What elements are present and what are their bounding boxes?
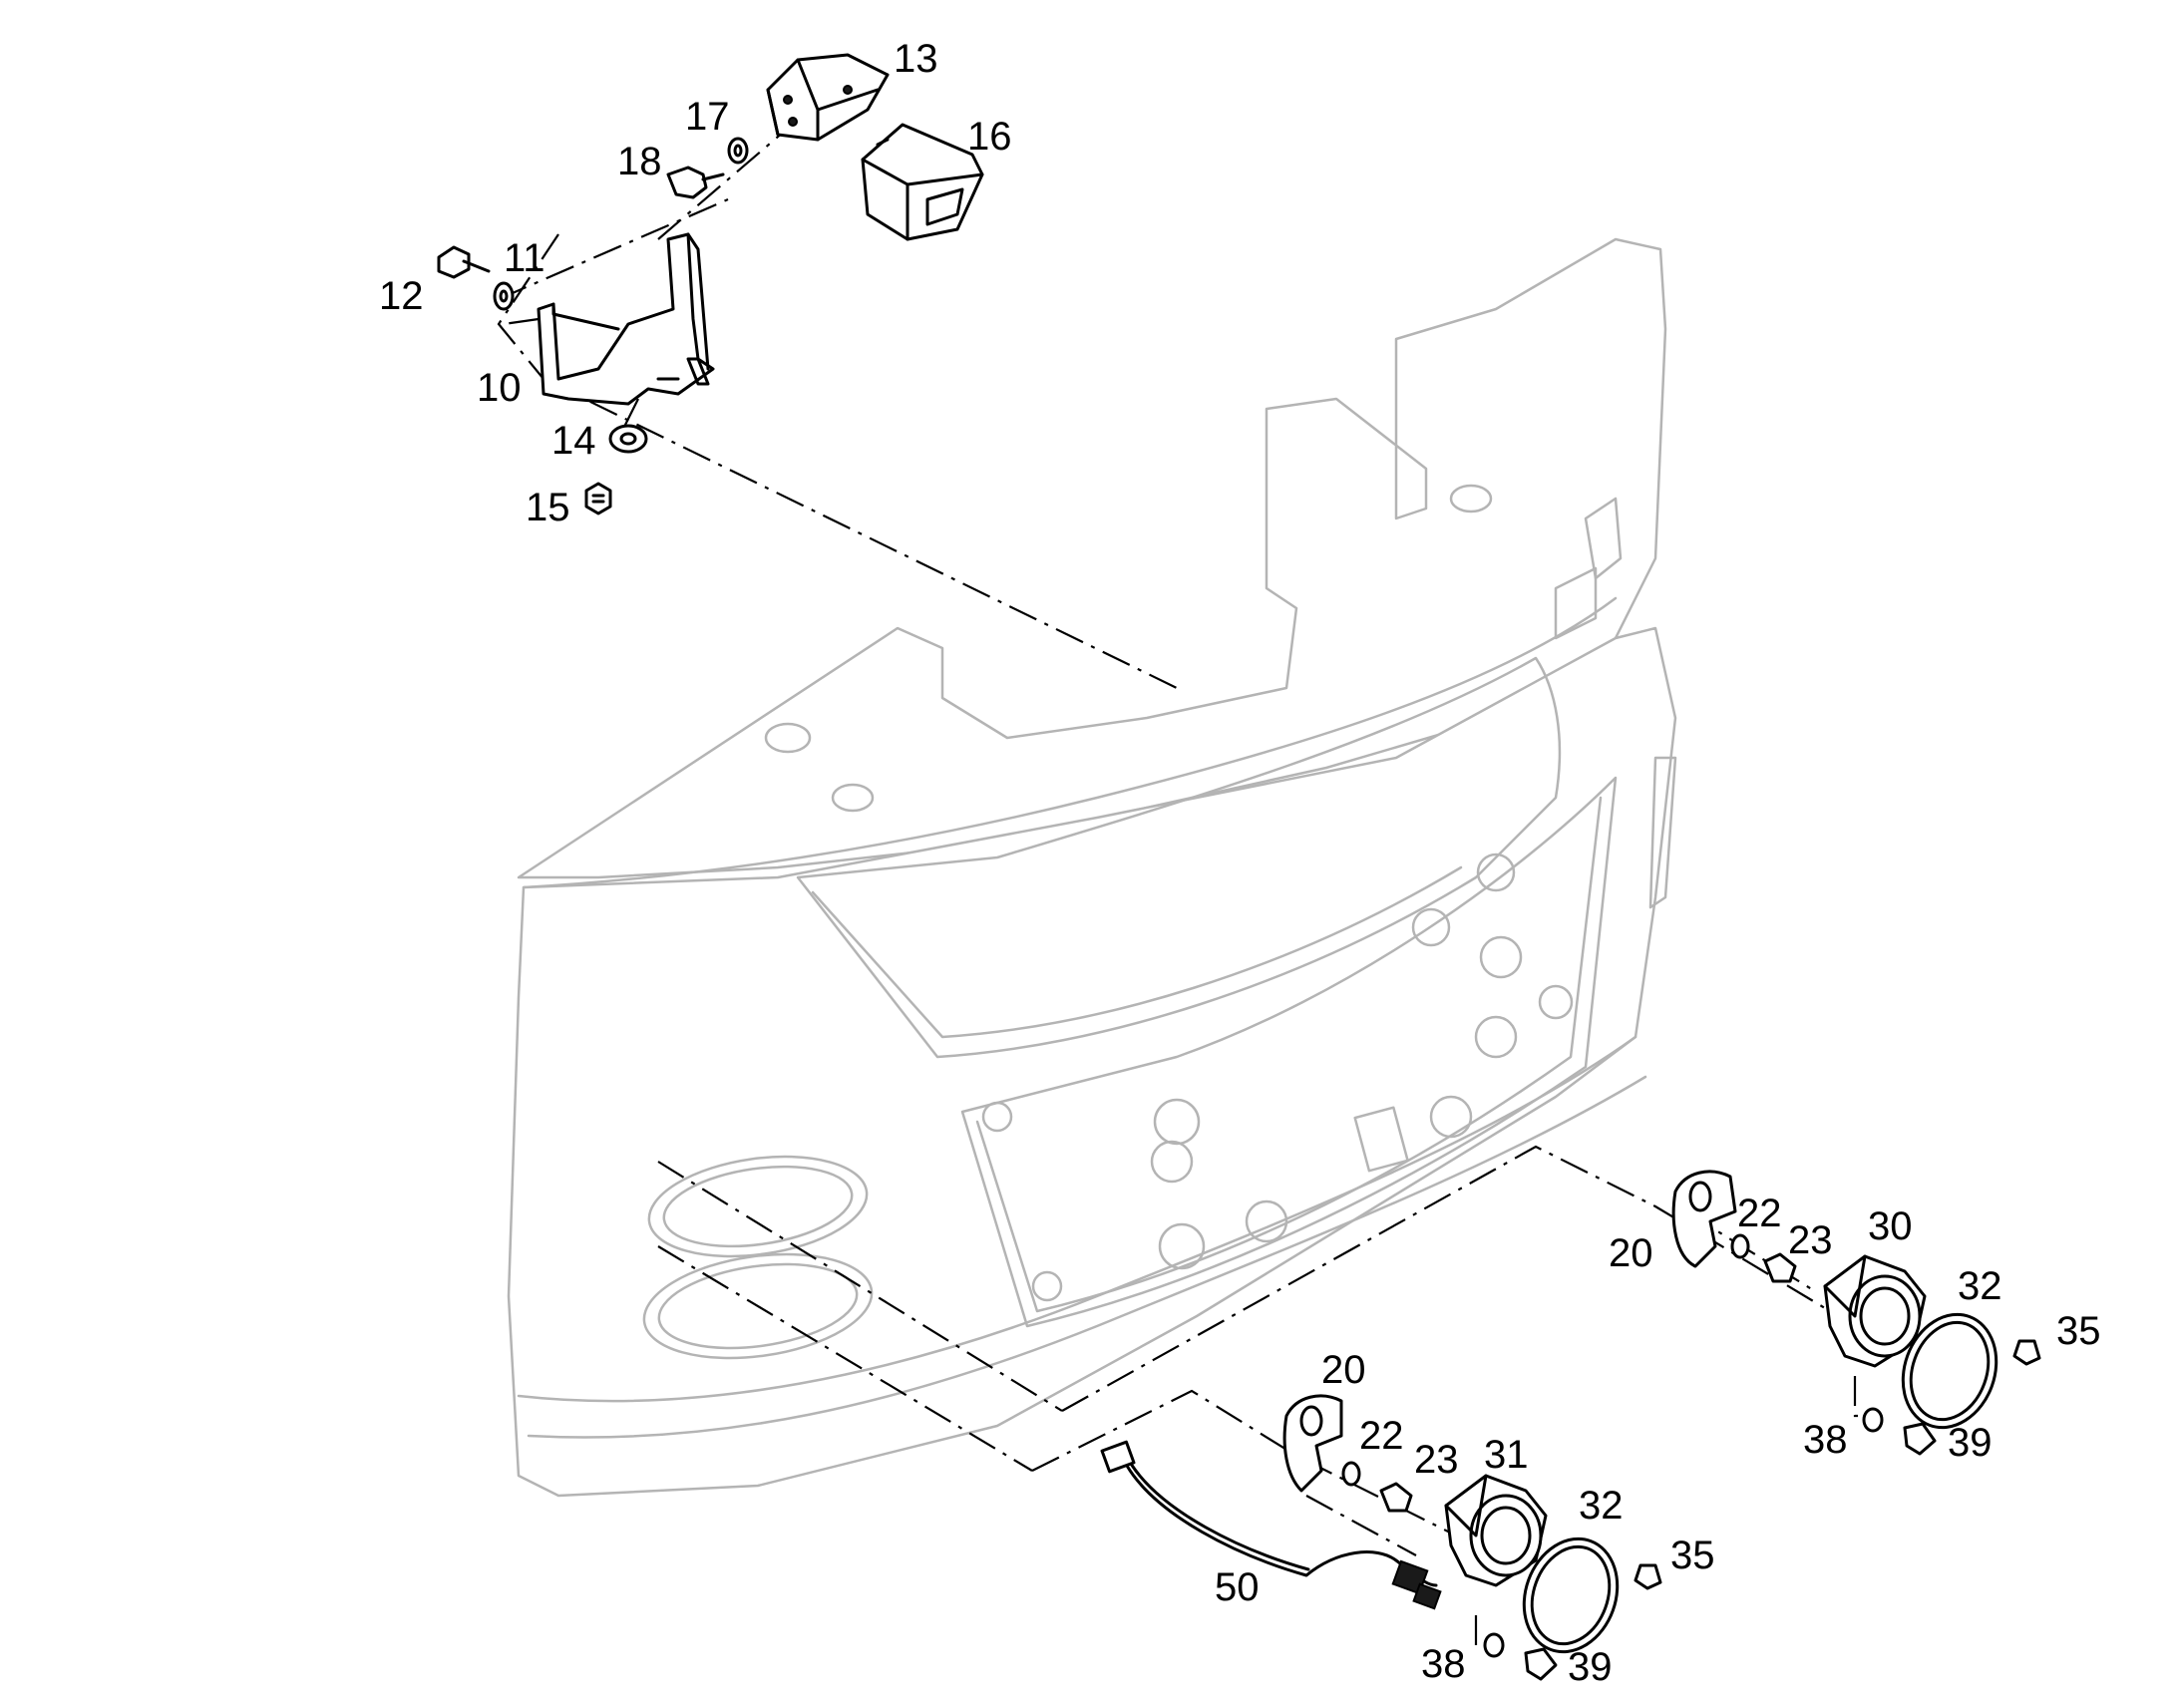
callout-14: 14 [551,419,596,463]
callout-17: 17 [685,95,730,139]
seal-ring-32-right [1901,1312,1998,1430]
mounting-bracket [537,232,715,406]
callout-23-left: 23 [1414,1438,1459,1482]
washer-22-right [1730,1233,1750,1259]
lamp-bracket-20-right [1671,1170,1737,1268]
callout-18: 18 [617,140,662,183]
work-lamp-31 [1444,1474,1548,1587]
callout-16: 16 [967,115,1012,159]
sensor-housing-13 [766,53,890,142]
callout-32-right: 32 [1958,1264,2002,1308]
screw-15 [584,482,612,515]
screw-39-right [1903,1422,1937,1456]
callout-15: 15 [526,486,570,529]
lamp-bracket-20-left [1282,1394,1343,1493]
washer-11 [493,281,515,311]
callout-11: 11 [504,236,545,280]
screw-23-left [1379,1482,1413,1513]
seal-ring-32-left [1522,1537,1620,1654]
work-lamp-30 [1823,1254,1927,1368]
callout-39-left: 39 [1568,1645,1613,1689]
callout-50: 50 [1215,1565,1260,1609]
callout-22-left: 22 [1359,1414,1404,1458]
callout-38-left: 38 [1421,1642,1466,1686]
washer-38-right [1862,1407,1884,1433]
screw-35-left [1634,1563,1662,1590]
washer-17 [727,137,749,165]
screw-23-right [1763,1252,1797,1283]
screw-18 [666,166,725,199]
washer-38-left [1483,1632,1505,1658]
camera-module-16 [861,123,984,241]
callout-10: 10 [477,366,522,410]
callout-13: 13 [894,37,938,81]
bolt-12 [437,245,491,279]
callout-12: 12 [379,274,424,318]
callout-38-right: 38 [1803,1418,1848,1462]
callout-20-right: 20 [1609,1231,1653,1275]
callout-22-right: 22 [1737,1192,1782,1235]
callout-32-left: 32 [1579,1484,1624,1528]
callout-30: 30 [1868,1204,1913,1248]
callout-20-left: 20 [1321,1348,1366,1392]
callout-labels: 13 17 16 18 11 12 10 14 15 20 22 23 30 3… [379,37,2101,1689]
callout-31: 31 [1484,1433,1529,1477]
screw-35-right [2012,1339,2041,1366]
ballast-weight-body [507,237,1677,1498]
callout-39-right: 39 [1948,1421,1993,1465]
washer-14 [608,424,648,454]
callout-35-right: 35 [2056,1309,2101,1353]
wiring-harness-50 [1100,1440,1442,1610]
callout-23-right: 23 [1788,1218,1833,1262]
callout-35-left: 35 [1670,1534,1715,1577]
washer-22-left [1341,1461,1361,1487]
screw-39-left [1524,1647,1558,1681]
